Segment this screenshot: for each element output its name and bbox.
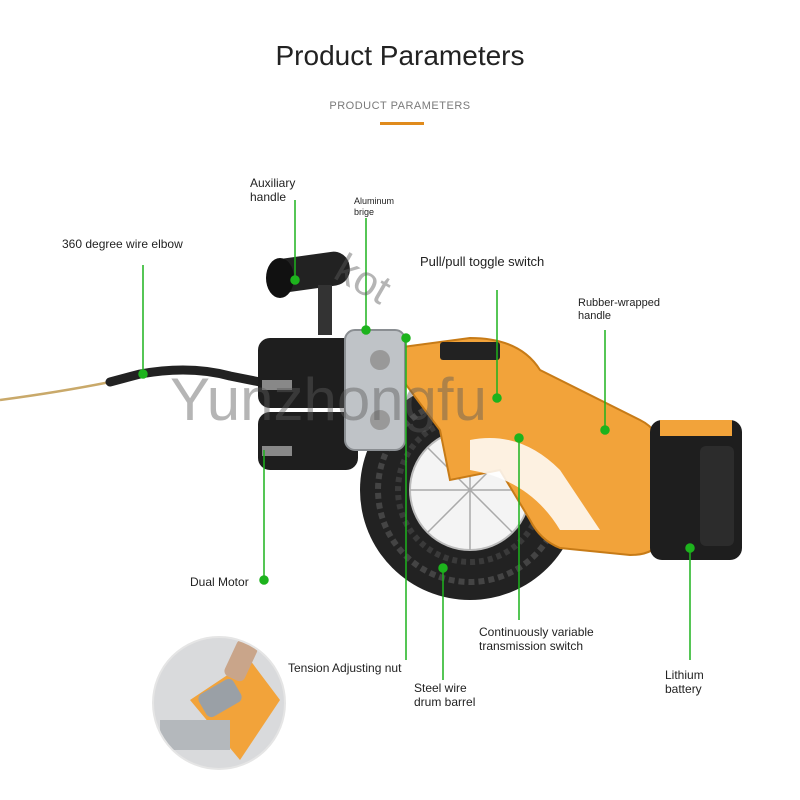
label-aluminum-brige: Aluminum brige	[354, 196, 395, 217]
tension-nut-closeup	[153, 637, 285, 769]
title-underline	[380, 122, 424, 125]
label-auxiliary-handle: Auxiliary handle	[250, 176, 296, 204]
label-variable-switch: Continuously variable transmission switc…	[479, 625, 594, 653]
label-tension-nut: Tension Adjusting nut	[288, 661, 402, 675]
page-title: Product Parameters	[275, 40, 525, 71]
label-drum-barrel: Steel wire drum barrel	[414, 681, 476, 709]
page-subtitle: PRODUCT PARAMETERS	[329, 100, 471, 112]
label-toggle-switch: Pull/pull toggle switch	[420, 254, 545, 269]
wire-cable	[0, 380, 111, 402]
label-rubber-handle: Rubber-wrapped handle	[578, 297, 660, 322]
label-dual-motor: Dual Motor	[190, 575, 249, 589]
brand-plate	[440, 342, 500, 360]
label-wire-elbow: 360 degree wire elbow	[62, 237, 183, 251]
motor-upper	[258, 338, 358, 408]
label-lithium-battery: Lithium battery	[665, 668, 704, 696]
watermark-text: Yunzhongfu	[170, 366, 487, 433]
